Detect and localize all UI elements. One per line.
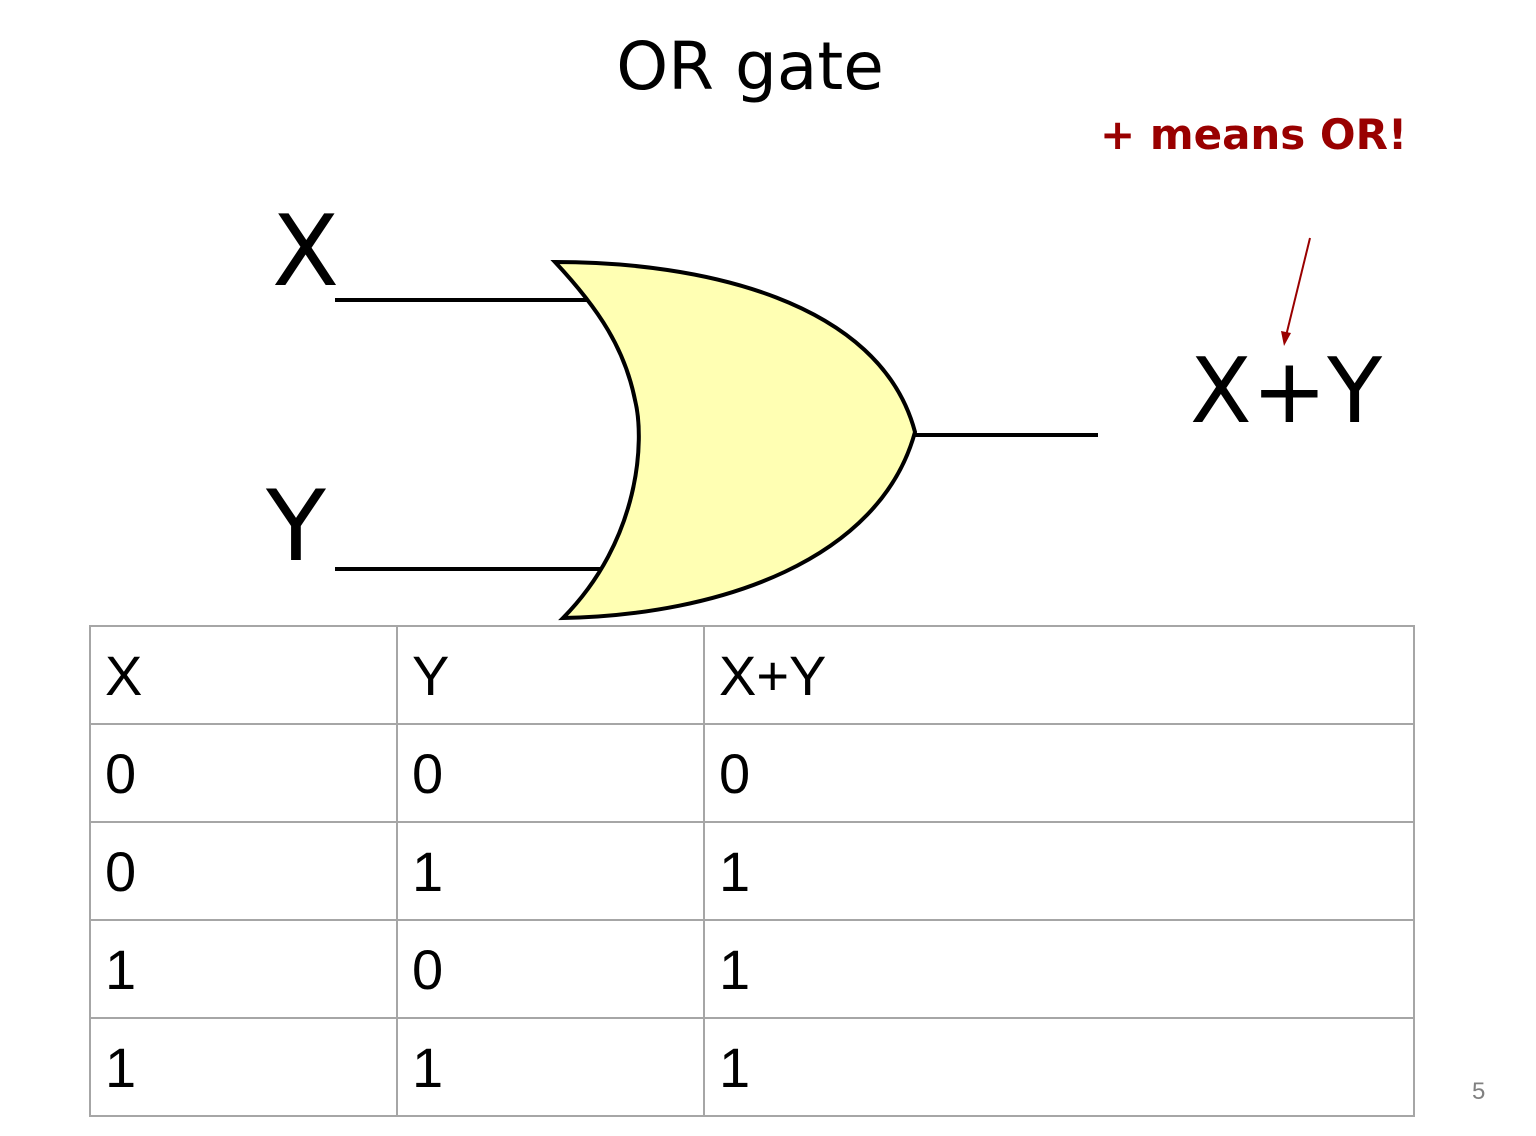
- table-row: 1 1 1: [89, 1017, 1416, 1117]
- table-cell: 0: [702, 723, 1416, 823]
- table-row: 1 0 1: [89, 919, 1416, 1019]
- output-label: X+Y: [1190, 339, 1383, 444]
- annotation-text: + means OR!: [1100, 110, 1408, 159]
- or-gate-diagram: X Y X+Y: [265, 195, 1383, 621]
- table-cell: 1: [89, 919, 398, 1019]
- table-cell: 1: [89, 1017, 398, 1117]
- header-cell-output: X+Y: [702, 625, 1416, 725]
- or-gate-body: [550, 259, 918, 621]
- table-row: 0 1 1: [89, 821, 1416, 921]
- table-row: 0 0 0: [89, 723, 1416, 823]
- table-cell: 0: [89, 821, 398, 921]
- input-y-label: Y: [265, 470, 327, 584]
- table-cell: 1: [702, 1017, 1416, 1117]
- table-cell: 1: [702, 821, 1416, 921]
- annotation-arrow: [1285, 237, 1311, 337]
- annotation-arrowhead: [1281, 331, 1291, 346]
- table-cell: 0: [395, 723, 705, 823]
- input-x-label: X: [272, 195, 339, 309]
- table-cell: 1: [702, 919, 1416, 1019]
- table-cell: 1: [395, 1017, 705, 1117]
- header-cell-y: Y: [395, 625, 705, 725]
- truth-table: X Y X+Y 0 0 0 0 1 1 1 0 1 1 1 1: [89, 625, 1416, 1117]
- page-number: 5: [1472, 1078, 1486, 1105]
- table-cell: 1: [395, 821, 705, 921]
- table-header-row: X Y X+Y: [89, 625, 1416, 725]
- slide-title: OR gate: [616, 28, 884, 105]
- header-cell-x: X: [89, 625, 398, 725]
- table-cell: 0: [395, 919, 705, 1019]
- table-cell: 0: [89, 723, 398, 823]
